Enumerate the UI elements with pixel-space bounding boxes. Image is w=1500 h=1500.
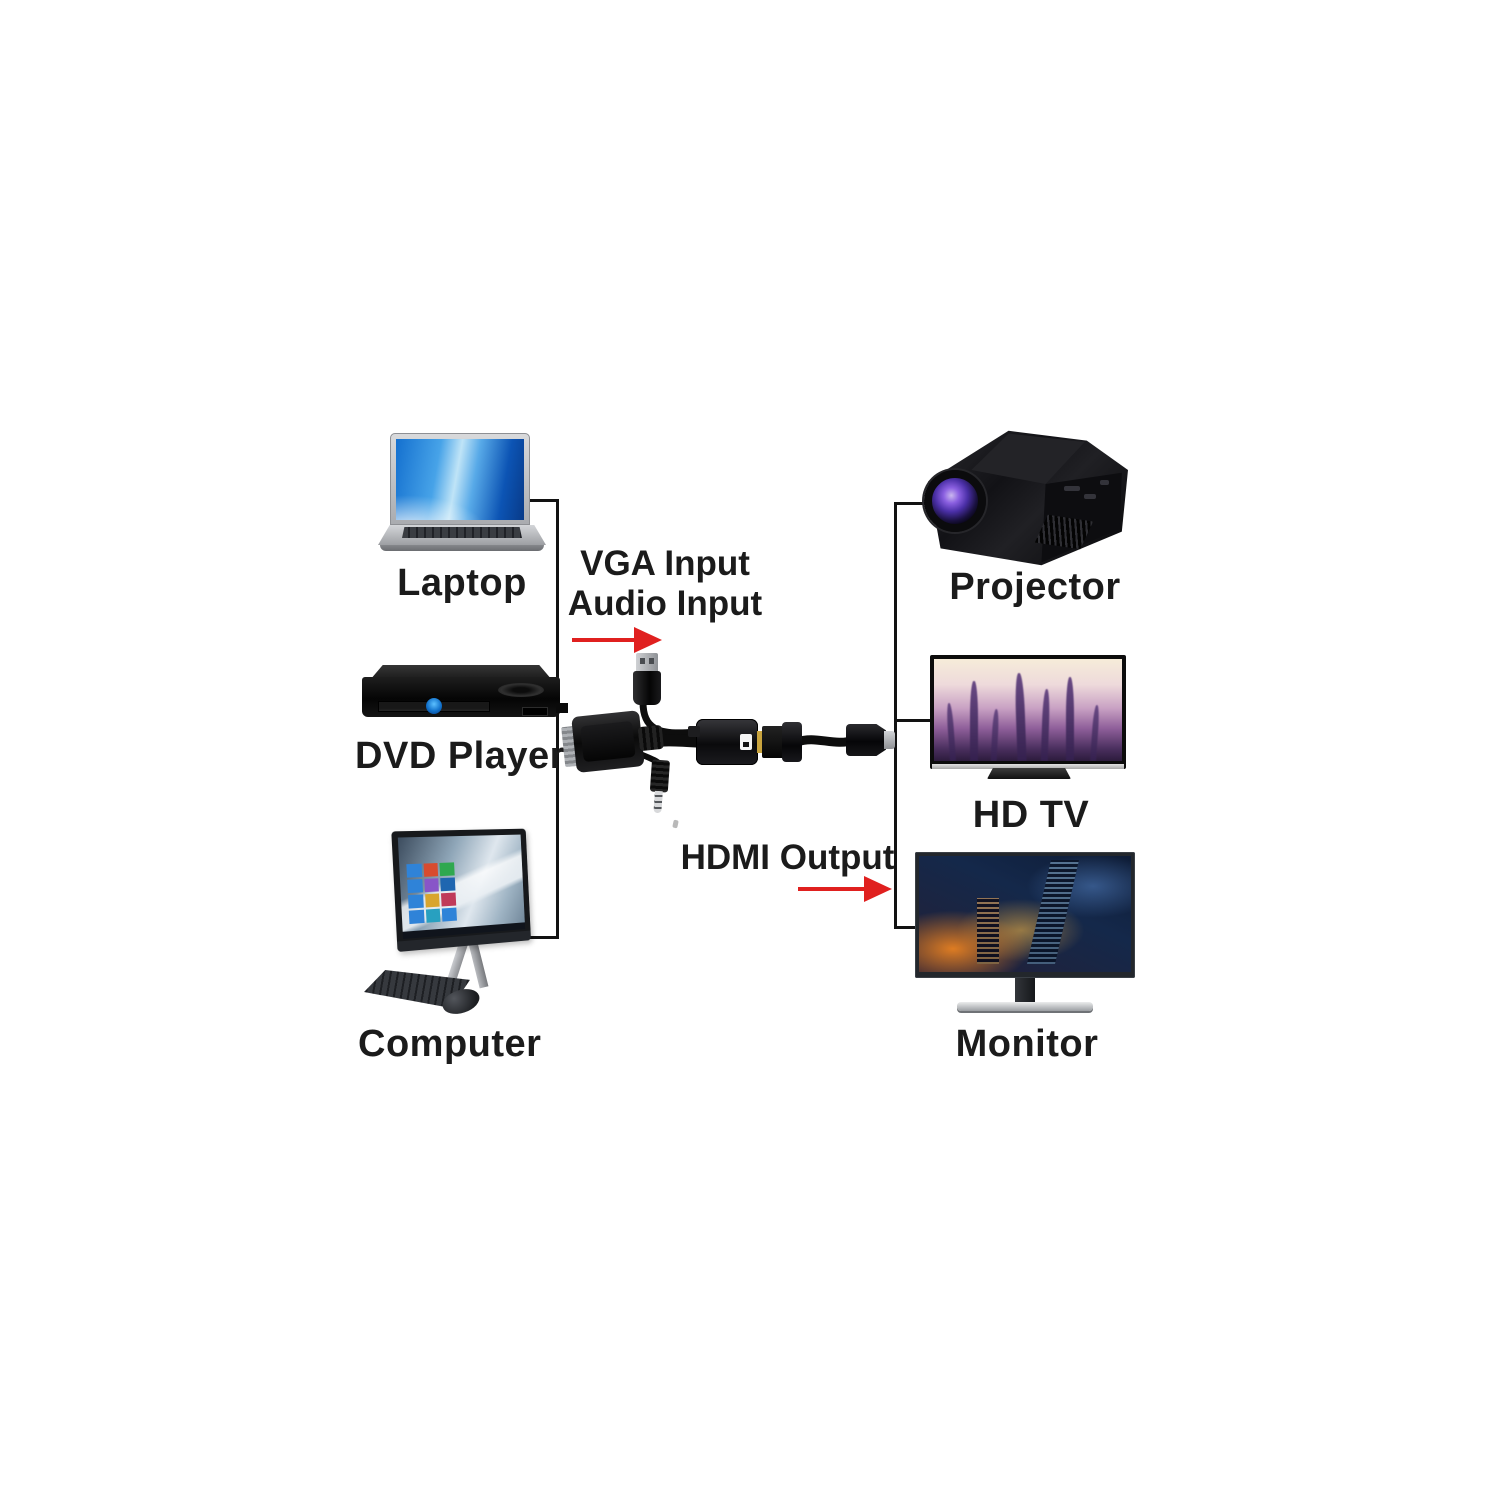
bluray-logo-icon — [426, 698, 442, 714]
projector-port — [1084, 494, 1096, 499]
laptop-wallpaper — [396, 439, 524, 520]
hdtv-label: HD TV — [972, 794, 1090, 836]
usb-plug-body — [633, 671, 661, 705]
projector-lens — [924, 470, 986, 532]
computer-screen — [391, 828, 532, 952]
hdtv-bezel — [930, 655, 1126, 769]
lavender-flower — [990, 708, 1000, 761]
dvd-body — [362, 677, 560, 717]
laptop-connector-line — [520, 499, 559, 502]
dvd-display-panel — [522, 707, 548, 716]
converter-input-port — [688, 726, 700, 737]
hdmi-output-label: HDMI Output — [680, 838, 895, 877]
input-arrow-head — [634, 627, 662, 653]
hdmi-plug — [762, 726, 784, 758]
audio-input-label: Audio Input — [567, 584, 763, 623]
lavender-flower — [1066, 677, 1074, 761]
vga-strain-relief — [637, 724, 664, 752]
monitor-illustration — [915, 852, 1135, 1014]
computer-stand — [468, 941, 489, 989]
hdtv-stand — [987, 768, 1071, 779]
hdtv-connector-line — [894, 719, 933, 722]
dvd-player-label: DVD Player — [355, 735, 565, 777]
hdmi-gold-contact — [757, 731, 763, 753]
computer-connector-line — [520, 936, 559, 939]
hdmi-coupler — [782, 722, 802, 762]
laptop-base — [378, 525, 546, 545]
hdtv-screen — [934, 659, 1122, 761]
vga-connector-body — [571, 710, 645, 773]
monitor-label: Monitor — [955, 1023, 1099, 1065]
lavender-flower — [1090, 704, 1100, 761]
monitor-base — [957, 1002, 1093, 1011]
source-bracket-line — [556, 499, 559, 939]
monitor-neck — [1015, 978, 1035, 1004]
monitor-bezel — [915, 852, 1135, 978]
laptop-keyboard — [402, 527, 522, 538]
display-icon — [740, 734, 752, 750]
hdtv-illustration — [930, 655, 1126, 783]
usb-plug-icon — [636, 653, 658, 673]
projector-connector-line — [894, 502, 937, 505]
lavender-flower — [970, 681, 978, 761]
projector-illustration — [922, 428, 1128, 568]
output-bracket-line — [894, 502, 897, 929]
lavender-flower — [945, 702, 957, 761]
vga-input-label: VGA Input — [580, 544, 750, 583]
hdmi-connector — [846, 724, 886, 756]
city-skyscraper — [1026, 860, 1080, 964]
projector-port — [1064, 486, 1080, 491]
start-menu-tiles — [406, 862, 457, 925]
dvd-disc-lid — [498, 683, 544, 697]
audio-jack-body — [649, 759, 671, 793]
lavender-flower — [1014, 672, 1027, 761]
lavender-flower — [1040, 688, 1051, 761]
hdmi-connector-tip — [884, 731, 895, 749]
input-arrow-shaft — [572, 638, 636, 642]
output-arrow-head — [864, 876, 892, 902]
hdtv-bottom-trim — [932, 764, 1124, 769]
laptop-screen — [390, 433, 530, 525]
dvd-top-face — [370, 665, 552, 680]
dvd-player-illustration — [362, 665, 568, 727]
computer-wallpaper — [397, 834, 526, 940]
converter-box — [688, 719, 758, 765]
city-skyscraper — [977, 898, 999, 964]
projector-port — [1100, 480, 1109, 485]
computer-illustration — [364, 824, 554, 1028]
dvd-output-port — [556, 703, 568, 713]
monitor-connector-line — [894, 926, 921, 929]
audio-jack-tip — [653, 790, 663, 814]
laptop-bottom-edge — [380, 545, 544, 551]
monitor-screen — [919, 856, 1131, 972]
laptop-illustration — [378, 425, 546, 557]
vga-connector — [560, 708, 666, 776]
computer-label: Computer — [358, 1023, 542, 1065]
projector-label: Projector — [949, 566, 1121, 608]
laptop-label: Laptop — [397, 562, 527, 604]
output-arrow-shaft — [798, 887, 866, 891]
